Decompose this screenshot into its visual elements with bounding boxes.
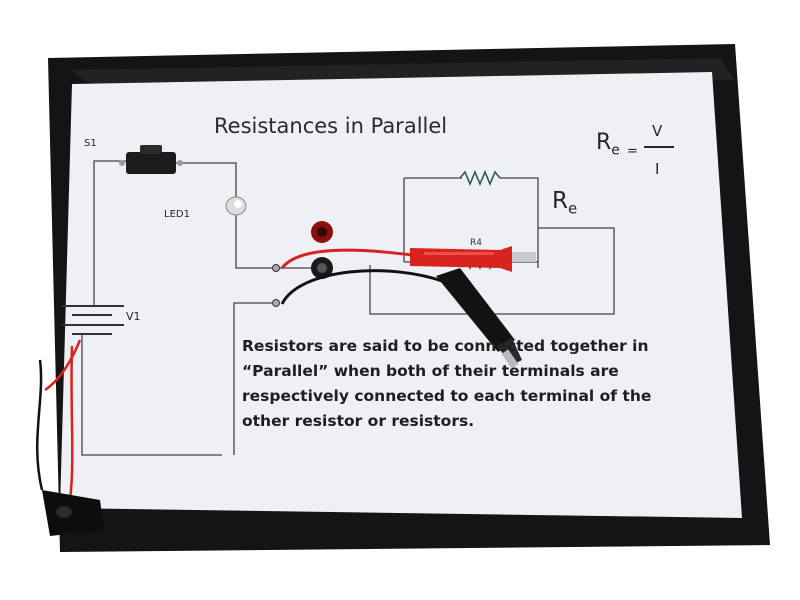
formula-lhs-letter: R: [596, 130, 612, 155]
formula-equals: =: [627, 144, 638, 159]
description-line: Resistors are said to be connected toget…: [242, 337, 649, 355]
formula-numerator: V: [652, 122, 663, 140]
battery-clip: [42, 490, 104, 536]
resistor-label: R4: [470, 238, 482, 248]
equivalent-letter: R: [552, 188, 568, 214]
description-line: respectively connected to each terminal …: [242, 387, 652, 405]
equivalent-subscript: e: [567, 199, 578, 218]
battery-label: V1: [126, 310, 141, 323]
equivalent-resistance-label: Re: [552, 190, 577, 217]
formula-denominator: I: [655, 160, 660, 178]
ohms-law-formula: Re = V I: [596, 122, 696, 182]
black-banana-plug: [436, 268, 522, 369]
description-line: “Parallel” when both of their terminals …: [242, 362, 619, 380]
led-label: LED1: [164, 209, 190, 220]
test-lead-cables: [36, 248, 446, 501]
board-title: Resistances in Parallel: [214, 114, 448, 138]
red-banana-plug: [410, 246, 536, 272]
formula-fraction-bar: [644, 146, 674, 148]
banana-sockets: [272, 221, 333, 307]
description-line: other resistor or resistors.: [242, 412, 475, 430]
description-text: Resistors are said to be connected toget…: [242, 334, 662, 434]
formula-lhs-subscript: e: [611, 142, 620, 159]
battery-symbol: [62, 305, 124, 335]
paper-sheet: [60, 72, 742, 518]
push-switch: [119, 145, 183, 174]
switch-label: S1: [84, 138, 97, 149]
led-bulb: [225, 196, 247, 216]
formula-lhs: Re: [596, 130, 620, 158]
